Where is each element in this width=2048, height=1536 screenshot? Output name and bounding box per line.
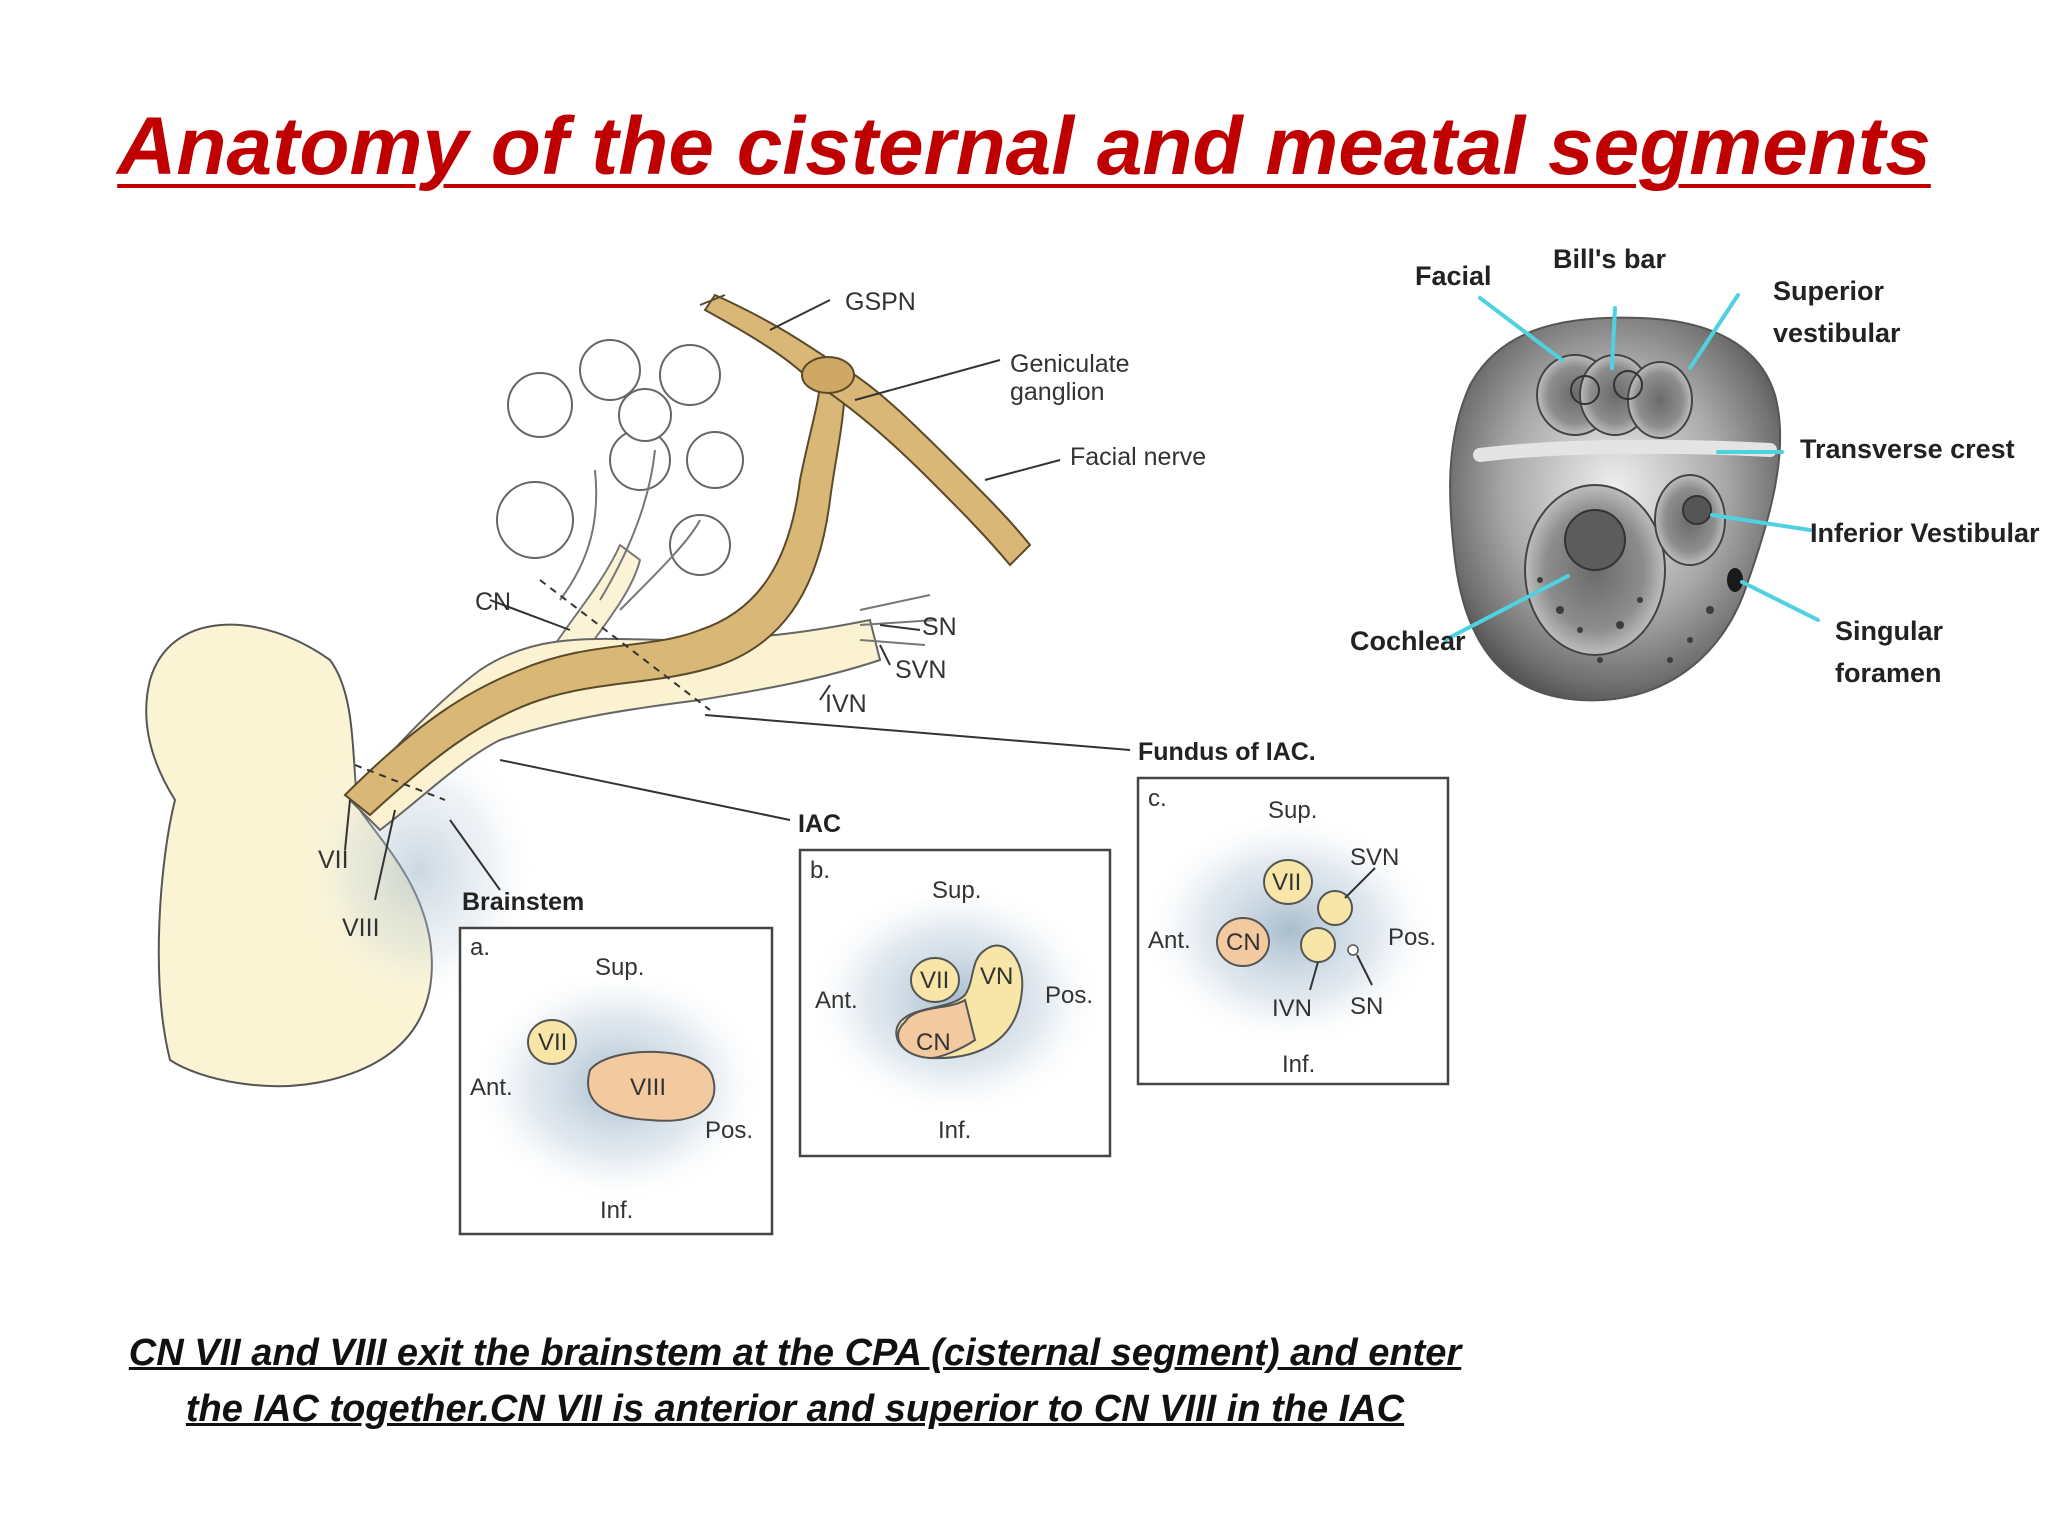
panel-b-ant: Ant. (815, 987, 858, 1014)
label-superior-1: Superior (1773, 276, 1885, 306)
iac-fundus-illustration: Facial Bill's bar Superior vestibular Tr… (1350, 244, 2040, 702)
caption: CN VII and VIII exit the brainstem at th… (70, 1325, 1520, 1437)
label-gspn: GSPN (845, 288, 916, 316)
label-singular-1: Singular (1835, 616, 1944, 646)
label-fundus: Fundus of IAC. (1138, 738, 1316, 766)
label-bills-bar: Bill's bar (1553, 244, 1666, 274)
panel-c-sup: Sup. (1268, 797, 1317, 824)
label-cn: CN (475, 588, 511, 616)
page-title: Anatomy of the cisternal and meatal segm… (117, 101, 1931, 192)
panel-c-pos: Pos. (1388, 924, 1436, 951)
panel-b-cn: CN (916, 1029, 951, 1056)
nerve-illustration: GSPN Geniculate ganglion Facial nerve CN… (145, 288, 1316, 1088)
label-svn: SVN (895, 656, 946, 684)
panel-a-inf: Inf. (600, 1197, 633, 1224)
vestibulocochlear-bundle (348, 618, 882, 832)
label-vii: VII (318, 846, 349, 874)
panel-a-viii: VIII (630, 1074, 666, 1101)
panel-b-vii: VII (920, 967, 949, 994)
panel-a-sup: Sup. (595, 954, 644, 981)
panel-c-sn: SN (1350, 993, 1383, 1020)
label-singular-2: foramen (1835, 658, 1942, 688)
panel-c-ivn: IVN (1272, 995, 1312, 1022)
label-facial-nerve: Facial nerve (1070, 443, 1206, 471)
label-transverse-crest: Transverse crest (1800, 434, 2015, 464)
caption-line-1: CN VII and VIII exit the brainstem at th… (128, 1332, 1462, 1374)
panel-c-letter: c. (1148, 785, 1167, 812)
label-iac: IAC (798, 810, 841, 838)
label-geniculate-2: ganglion (1010, 378, 1105, 406)
label-sn: SN (922, 613, 957, 641)
caption-line-2: the IAC together.CN VII is anterior and … (185, 1388, 1405, 1430)
panel-b-inf: Inf. (938, 1117, 971, 1144)
label-superior-2: vestibular (1773, 318, 1901, 348)
panel-c-ant: Ant. (1148, 927, 1191, 954)
panel-b-sup: Sup. (932, 877, 981, 904)
panel-c-svn: SVN (1350, 844, 1399, 871)
label-viii: VIII (342, 914, 380, 942)
label-cochlear: Cochlear (1350, 626, 1466, 656)
panel-c-vii: VII (1272, 869, 1301, 896)
panel-c: c. Sup. Inf. Ant. Pos. VII CN SVN IVN SN (1136, 776, 1450, 1086)
panel-a-vii: VII (538, 1029, 567, 1056)
panel-c-cn: CN (1226, 929, 1261, 956)
label-facial: Facial (1415, 261, 1492, 291)
panel-b-pos: Pos. (1045, 982, 1093, 1009)
panel-b: b. Sup. Inf. Ant. Pos. VII VN CN (798, 848, 1112, 1158)
panel-a-letter: a. (470, 934, 490, 961)
panel-c-inf: Inf. (1282, 1051, 1315, 1078)
label-geniculate-1: Geniculate (1010, 350, 1130, 378)
label-brainstem: Brainstem (462, 888, 584, 916)
cochlea-drawing (496, 339, 744, 576)
panel-b-letter: b. (810, 857, 830, 884)
panel-a: a. Sup. Inf. Ant. Pos. VII VIII (458, 926, 774, 1236)
label-inferior-vestibular: Inferior Vestibular (1810, 518, 2040, 548)
label-ivn: IVN (825, 690, 867, 718)
panel-b-vn: VN (980, 963, 1013, 990)
panel-a-ant: Ant. (470, 1074, 513, 1101)
panel-a-pos: Pos. (705, 1117, 753, 1144)
